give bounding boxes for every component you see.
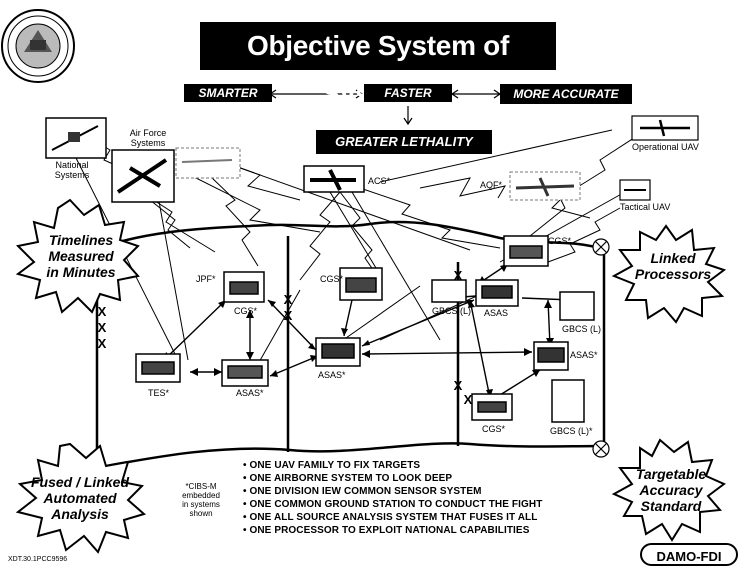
vehicle-icon-cgs-bottom: [471, 393, 513, 421]
list-item: • ONE COMMON GROUND STATION TO CONDUCT T…: [243, 499, 543, 510]
vehicle-icon-asas-right-2: [533, 341, 569, 371]
document-code: XDT.30.1PCC9596: [8, 556, 68, 563]
cibs-note: *CIBS-M embedded in systems shown: [182, 482, 220, 518]
vehicle-icon-asas-left: [221, 359, 269, 387]
callout-targetable-accuracy: Targetable Accuracy Standard: [635, 466, 707, 514]
list-item: • ONE DIVISION IEW COMMON SENSOR SYSTEM: [243, 486, 482, 497]
x-mark: X: [463, 392, 473, 407]
tes-label: TES*: [148, 388, 170, 398]
x-mark: X: [453, 378, 463, 393]
callout-timelines: Timelines Measured in Minutes: [46, 232, 116, 280]
x-mark: X: [283, 308, 293, 323]
satellite-icon: [45, 117, 107, 159]
acs-aircraft-icon: [303, 165, 365, 193]
callout-linked-processors: Linked Processors: [634, 250, 712, 282]
more-accurate-label: MORE ACCURATE: [500, 84, 632, 104]
vehicle-icon-gbcs-3: [551, 379, 585, 423]
jpf-label: JPF*: [196, 274, 216, 284]
gbcs-label-2: GBCS (L): [562, 324, 602, 334]
vehicle-icon-asas-center: [315, 337, 361, 367]
list-item: • ONE ALL SOURCE ANALYSIS SYSTEM THAT FU…: [243, 512, 538, 523]
national-systems-label: National Systems: [54, 160, 90, 180]
gbcs-label-3: GBCS (L)*: [550, 426, 593, 436]
asas-label-left: ASAS*: [236, 388, 264, 398]
list-item: • ONE PROCESSOR TO EXPLOIT NATIONAL CAPA…: [243, 525, 530, 536]
x-mark: X: [453, 268, 463, 283]
page-title: Objective System of Systems: [200, 22, 556, 109]
vehicle-icon-gbcs-2: [559, 291, 595, 321]
vehicle-icon-cgs-mid: [339, 267, 383, 301]
acs-label: ACS*: [368, 176, 391, 186]
tactical-uav-icon: [619, 179, 651, 201]
callout-burst-linked: [611, 224, 727, 324]
gbcs-label-1: GBCS (L): [432, 306, 472, 316]
operational-uav-icon: [631, 115, 699, 141]
aqf-label: AQF*: [480, 180, 503, 190]
x-mark: X: [283, 292, 293, 307]
callout-burst-fused: [15, 442, 147, 554]
callout-fused-analysis: Fused / Linked Automated Analysis: [30, 474, 129, 522]
tactical-uav-label: Tactical UAV: [620, 202, 671, 212]
asas-label-right-2: ASAS*: [570, 350, 598, 360]
aqf-aircraft-icon: [509, 171, 581, 201]
x-mark: X: [97, 320, 107, 335]
x-mark: X: [97, 304, 107, 319]
cgs-label-right-top: CGS*: [548, 236, 572, 246]
asas-label-center: ASAS*: [318, 370, 346, 380]
army-seal-logo: [1, 9, 75, 83]
callout-burst-targetable: [611, 438, 726, 542]
vehicle-icon-cgs-right-top: [503, 235, 549, 267]
callout-burst-timelines: [15, 198, 140, 314]
damo-fdi-badge: DAMO-FDI: [640, 543, 738, 566]
cgs-label-mid: CGS*: [320, 274, 344, 284]
greater-lethality-label: GREATER LETHALITY: [316, 130, 492, 154]
cgs-label-left: CGS*: [234, 306, 258, 316]
vehicle-icon-gbcs-1: [431, 279, 467, 303]
asas-label-right: ASAS: [484, 308, 509, 318]
operational-uav-label: Operational UAV: [632, 142, 699, 152]
x-mark: X: [97, 336, 107, 351]
cgs-label-bottom: CGS*: [482, 424, 506, 434]
list-item: • ONE UAV FAMILY TO FIX TARGETS: [243, 460, 421, 471]
vehicle-icon-cgs-left: [223, 271, 265, 303]
vehicle-icon-asas-right: [475, 279, 519, 307]
air-force-systems-label: Air Force Systems: [129, 128, 167, 148]
smarter-label: SMARTER: [184, 84, 272, 102]
faster-label: FASTER: [364, 84, 452, 102]
vehicle-icon-tes: [135, 353, 181, 383]
list-item: • ONE AIRBORNE SYSTEM TO LOOK DEEP: [243, 473, 453, 484]
aircraft-icon: [111, 147, 241, 203]
objectives-list: • ONE UAV FAMILY TO FIX TARGETS • ONE AI…: [243, 459, 542, 537]
